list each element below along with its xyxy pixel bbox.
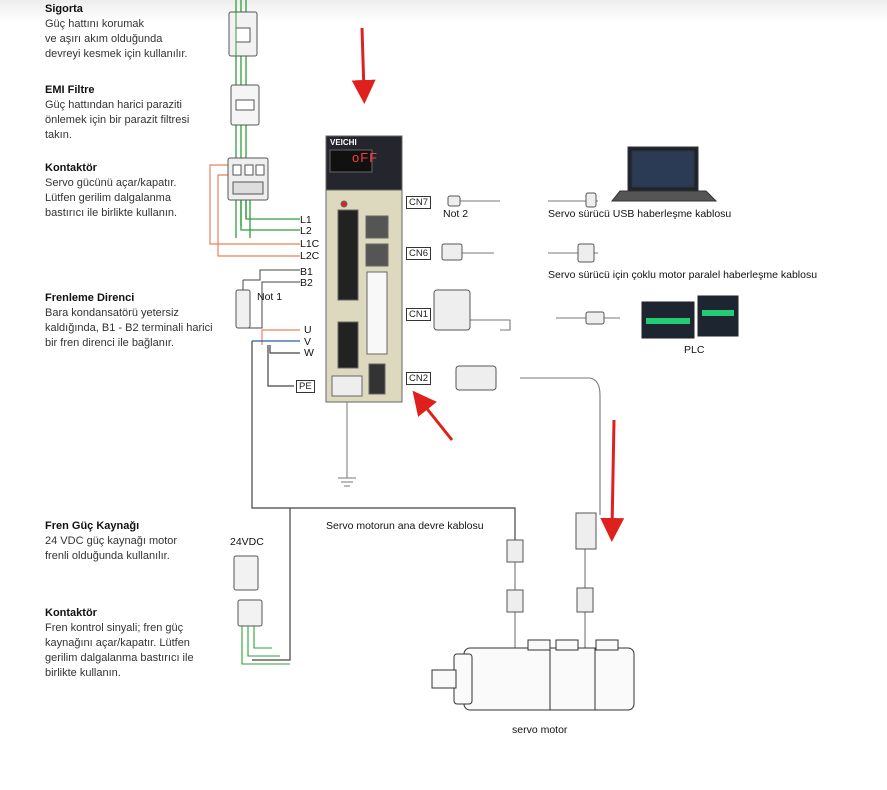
contactor-title: Kontaktör <box>45 162 97 174</box>
emi-filter-text: Güç hattından harici paraziti önlemek iç… <box>45 99 190 141</box>
brake-power-title: Fren Güç Kaynağı <box>45 520 140 532</box>
terminal-w: W <box>304 347 314 359</box>
motor-power-wires <box>251 329 516 661</box>
port-cn7: CN7 <box>406 196 432 209</box>
fuse-description: Sigorta Güç hattını korumak ve aşırı akı… <box>45 2 235 62</box>
brake-resistor-wires <box>243 269 300 329</box>
servo-motor-label: servo motor <box>512 724 568 736</box>
fuse-device <box>228 11 258 57</box>
port-cn2: CN2 <box>406 372 432 385</box>
arrow-encoder <box>600 419 625 542</box>
top-shade <box>0 0 887 22</box>
connector-shapes <box>433 192 605 613</box>
terminal-l1c: L1C <box>300 238 320 250</box>
braking-resistor-description: Frenleme Direnci Bara kondansatörü yeter… <box>45 291 245 351</box>
brake-resistor-device <box>235 280 251 329</box>
red-arrows <box>351 27 625 542</box>
terminal-b2: B2 <box>300 277 313 289</box>
port-cn1: CN1 <box>406 308 432 321</box>
fuse-text: Güç hattını korumak ve aşırı akım olduğu… <box>45 18 188 60</box>
emi-filter-title: EMI Filtre <box>45 84 95 96</box>
terminal-u: U <box>304 324 312 336</box>
terminal-l2c: L2C <box>300 250 320 262</box>
brake-contactor-text: Fren kontrol sinyali; fren güç kaynağını… <box>45 622 194 679</box>
note-1-label: Not 1 <box>257 291 283 303</box>
fuse-title: Sigorta <box>45 3 83 15</box>
usb-cable-label: Servo sürücü USB haberleşme kablosu <box>548 208 732 220</box>
port-cn6: CN6 <box>406 247 432 260</box>
emi-filter-device <box>230 84 260 126</box>
drive-brand: VEICHI <box>330 138 357 147</box>
terminal-l1: L1 <box>300 214 312 226</box>
servo-drive <box>325 135 403 487</box>
contactor-description: Kontaktör Servo gücünü açar/kapatır. Lüt… <box>45 161 235 221</box>
braking-resistor-title: Frenleme Direnci <box>45 292 135 304</box>
terminal-v: V <box>304 336 312 348</box>
brake-power-supply <box>233 555 263 627</box>
main-cable-label: Servo motorun ana devre kablosu <box>326 520 484 532</box>
brake-contactor-description: Kontaktör Fren kontrol sinyali; fren güç… <box>45 606 235 681</box>
plc-label: PLC <box>684 344 705 356</box>
vdc-label: 24VDC <box>230 536 264 548</box>
arrow-cn2 <box>412 390 454 441</box>
drive-display: oFF <box>352 150 379 165</box>
plc-device <box>641 295 739 339</box>
note-2-label: Not 2 <box>443 208 469 220</box>
contactor-device <box>227 157 269 201</box>
servo-motor-body <box>431 639 635 711</box>
brake-contactor-title: Kontaktör <box>45 607 97 619</box>
contactor-text: Servo gücünü açar/kapatır. Lütfen gerili… <box>45 177 178 219</box>
control-wires <box>209 164 300 257</box>
brake-wires <box>241 626 290 665</box>
emi-filter-description: EMI Filtre Güç hattından harici paraziti… <box>45 83 235 143</box>
terminal-pe: PE <box>296 380 315 393</box>
terminal-b1: B1 <box>300 266 313 278</box>
terminal-l2: L2 <box>300 225 312 237</box>
laptop <box>610 146 718 202</box>
parallel-cable-label: Servo sürücü için çoklu motor paralel ha… <box>548 269 818 281</box>
braking-resistor-text: Bara kondansatörü yetersiz kaldığında, B… <box>45 307 213 349</box>
brake-power-text: 24 VDC güç kaynağı motor frenli olduğund… <box>45 535 178 562</box>
brake-power-description: Fren Güç Kaynağı 24 VDC güç kaynağı moto… <box>45 519 235 564</box>
arrow-top <box>351 27 376 104</box>
